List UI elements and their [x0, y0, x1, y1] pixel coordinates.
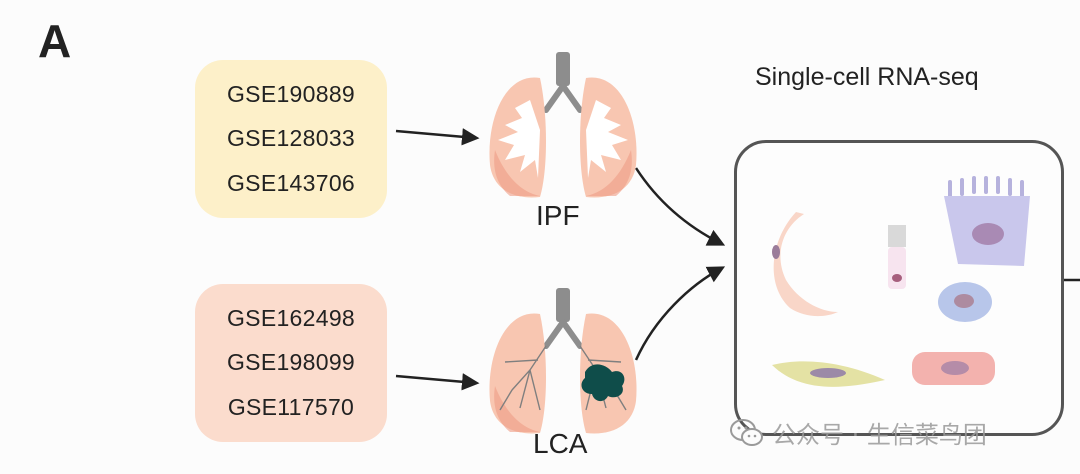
arrow-lca-datasets: [395, 373, 480, 391]
lung-ipf-icon: [489, 52, 637, 198]
ipf-dataset-box: GSE190889 GSE128033 GSE143706: [195, 60, 387, 218]
watermark-text: 公众号 · 生信菜鸟团: [772, 421, 987, 449]
arrow-lca-to-panel: [634, 266, 726, 361]
dataset-id: GSE162498: [226, 304, 356, 331]
epithelial-cell: [944, 176, 1030, 266]
ipf-label: IPF: [536, 200, 580, 231]
arrow-ipf-datasets: [395, 128, 480, 146]
pericyte-cell: [773, 212, 838, 317]
lca-dataset-box: GSE162498 GSE198099 GSE117570: [195, 284, 387, 442]
lca-label: LCA: [533, 428, 588, 459]
ciliated-top: [888, 225, 906, 247]
sequencing-title: Single-cell RNA-seq: [755, 63, 979, 91]
wechat-icon: [730, 418, 763, 446]
dataset-id: GSE198099: [226, 349, 356, 376]
cell-illustrations: [772, 176, 1030, 387]
column-cell: [888, 247, 906, 289]
arrow-ipf-to-panel: [634, 167, 726, 246]
dataset-id: GSE128033: [226, 125, 356, 152]
dataset-id: GSE143706: [226, 170, 356, 197]
panel-letter: A: [38, 15, 72, 67]
watermark: 公众号 · 生信菜鸟团: [730, 415, 987, 450]
tumor-mass: [581, 364, 625, 402]
dataset-id: GSE117570: [227, 394, 355, 421]
lung-lca-icon: [489, 288, 637, 434]
dataset-id: GSE190889: [226, 80, 356, 107]
